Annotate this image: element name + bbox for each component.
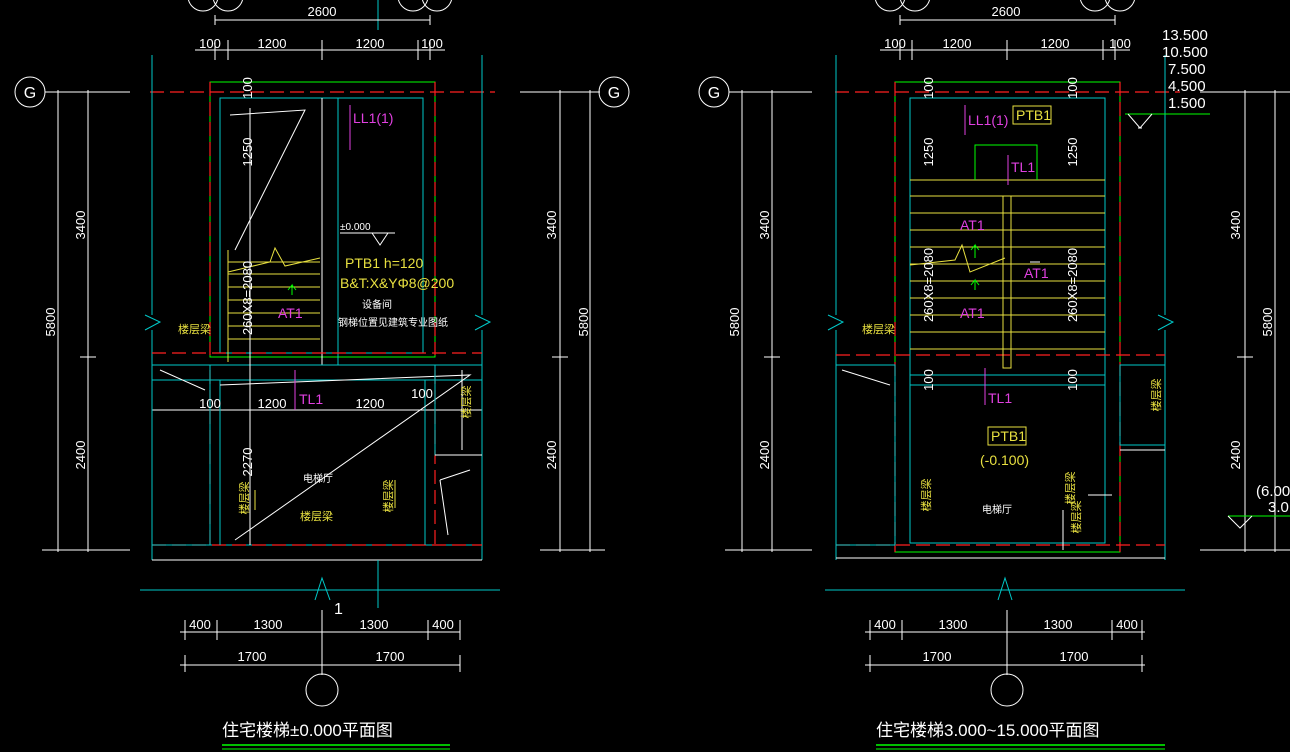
right-bottom-seg: 1300 <box>1044 617 1073 632</box>
right-stair-flight: 260X8=2080 <box>921 248 936 322</box>
right-top-seg: 100 <box>1109 36 1131 51</box>
right-plan-title: 住宅楼梯3.000~15.000平面图 <box>876 721 1099 740</box>
right-stair-plan <box>698 0 1290 750</box>
left-bottom-total: 1700 <box>376 649 405 664</box>
left-mid-seg: 1200 <box>258 396 287 411</box>
right-axis-g: G <box>708 85 720 102</box>
right-lift-hall: 电梯厅 <box>982 503 1012 516</box>
right-partial-elev: (6.00 <box>1256 483 1290 500</box>
right-bottom-seg: 1300 <box>939 617 968 632</box>
left-lift-hall: 电梯厅 <box>303 472 333 485</box>
left-top-seg: 100 <box>199 36 221 51</box>
left-elev-label: ±0.000 <box>340 222 371 233</box>
right-tl1-top: TL1 <box>1011 159 1035 175</box>
right-stair-100-r: 100 <box>1065 77 1080 99</box>
left-at1-label: AT1 <box>278 305 303 321</box>
right-beam-label-b3: 楼层梁 <box>1069 501 1083 534</box>
right-tl1-low: TL1 <box>988 390 1012 406</box>
right-elevation: 4.500 <box>1168 78 1206 95</box>
left-beam-label-b3: 楼层梁 <box>300 509 333 523</box>
left-ptb1-label: PTB1 h=120 <box>345 255 423 271</box>
left-beam-label-b2: 楼层梁 <box>381 480 395 513</box>
left-bottom-seg: 1300 <box>254 617 283 632</box>
left-stair-flight: 260X8=2080 <box>240 261 255 335</box>
left-tl1-label: TL1 <box>299 391 323 407</box>
right-dim-5800: 5800 <box>727 308 742 337</box>
left-beam-label-r: 楼层梁 <box>459 386 473 419</box>
right-beam-label-b1: 楼层梁 <box>919 479 933 512</box>
left-mid-seg: 100 <box>199 396 221 411</box>
left-bottom-seg: 400 <box>432 617 454 632</box>
right-elevation: 7.500 <box>1168 61 1206 78</box>
right-elevation: 10.500 <box>1162 44 1208 61</box>
right-stair-100: 100 <box>921 77 936 99</box>
right-at1-b: AT1 <box>1024 265 1049 281</box>
left-top-seg: 1200 <box>258 36 287 51</box>
left-dim-3400: 3400 <box>73 211 88 240</box>
left-beam-label: 楼层梁 <box>178 322 211 336</box>
right-beam-label-r: 楼层梁 <box>1149 379 1163 412</box>
right-stair-1250-r: 1250 <box>1065 138 1080 167</box>
right-stair-100-rb: 100 <box>1065 369 1080 391</box>
right-partial-elev: 3.0 <box>1268 499 1289 516</box>
left-stair-2270: 2270 <box>240 448 255 477</box>
right-stair-1250: 1250 <box>921 138 936 167</box>
right-top-seg: 1200 <box>943 36 972 51</box>
right-stair-100-b: 100 <box>921 369 936 391</box>
left-axis-g-right: G <box>608 85 620 102</box>
right-dim-3400-r: 3400 <box>1228 211 1243 240</box>
left-ll1-label: LL1(1) <box>353 110 393 126</box>
left-mid-seg: 1200 <box>356 396 385 411</box>
right-dim-3400: 3400 <box>757 211 772 240</box>
right-ptb1-top: PTB1 <box>1016 107 1051 123</box>
left-bottom-seg: 1300 <box>360 617 389 632</box>
left-top-seg: 1200 <box>356 36 385 51</box>
right-ll1-label: LL1(1) <box>968 112 1008 128</box>
left-top-dim: 2600 <box>308 4 337 19</box>
left-axis-g: G <box>24 85 36 102</box>
right-bottom-seg: 400 <box>1116 617 1138 632</box>
right-dim-2400-r: 2400 <box>1228 441 1243 470</box>
right-elevation: 1.500 <box>1168 95 1206 112</box>
left-plan-title: 住宅楼梯±0.000平面图 <box>222 721 393 740</box>
left-bottom-seg: 400 <box>189 617 211 632</box>
left-dim-5800: 5800 <box>43 308 58 337</box>
left-top-seg: 100 <box>421 36 443 51</box>
right-ptb1-low-elev: (-0.100) <box>980 452 1029 468</box>
right-at1-a: AT1 <box>960 217 985 233</box>
left-dim-2400: 2400 <box>73 441 88 470</box>
right-ptb1-low: PTB1 <box>991 428 1026 444</box>
left-stair-100: 100 <box>240 77 255 99</box>
right-bottom-total: 1700 <box>1060 649 1089 664</box>
right-beam-label-b2: 楼层梁 <box>1063 472 1077 505</box>
right-top-seg: 100 <box>884 36 906 51</box>
right-at1-c: AT1 <box>960 305 985 321</box>
right-bottom-seg: 400 <box>874 617 896 632</box>
right-dim-5800-r: 5800 <box>1260 308 1275 337</box>
left-note-room: 设备间 <box>362 298 392 311</box>
left-beam-label-b1: 楼层梁 <box>237 482 251 515</box>
left-stair-plan <box>14 0 630 750</box>
right-dim-2400: 2400 <box>757 441 772 470</box>
left-note-ladder: 钢梯位置见建筑专业图纸 <box>338 316 448 329</box>
left-stair-1250: 1250 <box>240 138 255 167</box>
left-dim-2400-r: 2400 <box>544 441 559 470</box>
right-top-seg: 1200 <box>1041 36 1070 51</box>
left-bottom-total: 1700 <box>238 649 267 664</box>
left-dim-3400-r: 3400 <box>544 211 559 240</box>
right-beam-label: 楼层梁 <box>862 322 895 336</box>
left-mid-seg: 100 <box>411 386 433 401</box>
right-stair-flight-r: 260X8=2080 <box>1065 248 1080 322</box>
left-dim-5800-r: 5800 <box>576 308 591 337</box>
left-section-mark: 1 <box>334 601 343 618</box>
right-top-dim: 2600 <box>992 4 1021 19</box>
left-rebar-label: B&T:X&YΦ8@200 <box>340 275 454 291</box>
right-bottom-total: 1700 <box>923 649 952 664</box>
right-elevation: 13.500 <box>1162 27 1208 44</box>
